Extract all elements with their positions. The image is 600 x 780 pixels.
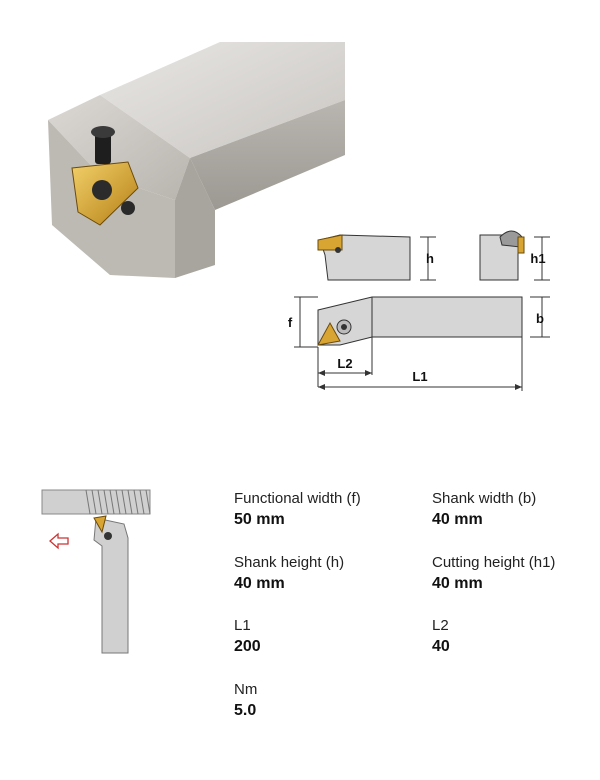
holder-insert (93, 515, 107, 534)
label-b: b (536, 311, 544, 326)
threading-operation-icon (41, 489, 151, 654)
spec-l1-label: L1 (234, 617, 251, 634)
spec-cutting-height-value: 40 mm (432, 575, 483, 592)
shank-side-face (190, 100, 345, 210)
lock-screw (121, 201, 135, 215)
spec-nm-value: 5.0 (234, 702, 257, 719)
label-l2: L2 (337, 356, 352, 371)
holder-screw (104, 532, 112, 540)
l1-arrow-left (318, 384, 325, 390)
spec-functional-width-value: 50 mm (234, 511, 285, 528)
head-side-face (175, 158, 215, 278)
spec-nm-label: Nm (234, 681, 258, 698)
toolholder-render (48, 42, 345, 278)
spec-l2-value: 40 (432, 638, 450, 655)
top-view-screw-center (341, 324, 347, 330)
spec-l2-label: L2 (432, 617, 449, 634)
top-view-insert (317, 321, 341, 346)
l2-arrow-right (365, 370, 372, 376)
label-f: f (288, 315, 293, 330)
workpiece (41, 489, 151, 515)
spec-shank-width-label: Shank width (b) (432, 490, 537, 507)
spec-shank-width-value: 40 mm (432, 511, 483, 528)
l1-arrow-right (515, 384, 522, 390)
side-view-insert (317, 234, 343, 251)
spec-l1-value: 200 (234, 638, 261, 655)
thread-marks (85, 489, 151, 515)
label-l1: L1 (412, 369, 427, 384)
dimension-diagram: h h1 f b L2 L1 (280, 215, 570, 395)
spec-shank-height-label: Shank height (h) (234, 554, 345, 571)
feed-direction-arrow-icon (49, 532, 69, 550)
clamp-screw (95, 132, 111, 164)
head-top-face (48, 95, 190, 200)
application-illustration (36, 488, 161, 658)
spec-shank-height-value: 40 mm (234, 575, 285, 592)
dimension-drawing: h h1 f b L2 L1 (288, 230, 550, 391)
l2-arrow-left (318, 370, 325, 376)
spec-cutting-height-label: Cutting height (h1) (432, 554, 556, 571)
clamp-screw-head (91, 126, 115, 138)
holder-shank (93, 517, 129, 654)
spec-functional-width-label: Functional width (f) (234, 490, 361, 507)
label-h: h (426, 251, 434, 266)
side-view-screw (335, 247, 341, 253)
top-view-body (317, 296, 523, 346)
end-view-insert (517, 236, 525, 254)
shank-top-face (100, 42, 345, 158)
product-photo (40, 40, 350, 290)
insert-screw-hole (92, 180, 112, 200)
label-h1: h1 (530, 251, 545, 266)
